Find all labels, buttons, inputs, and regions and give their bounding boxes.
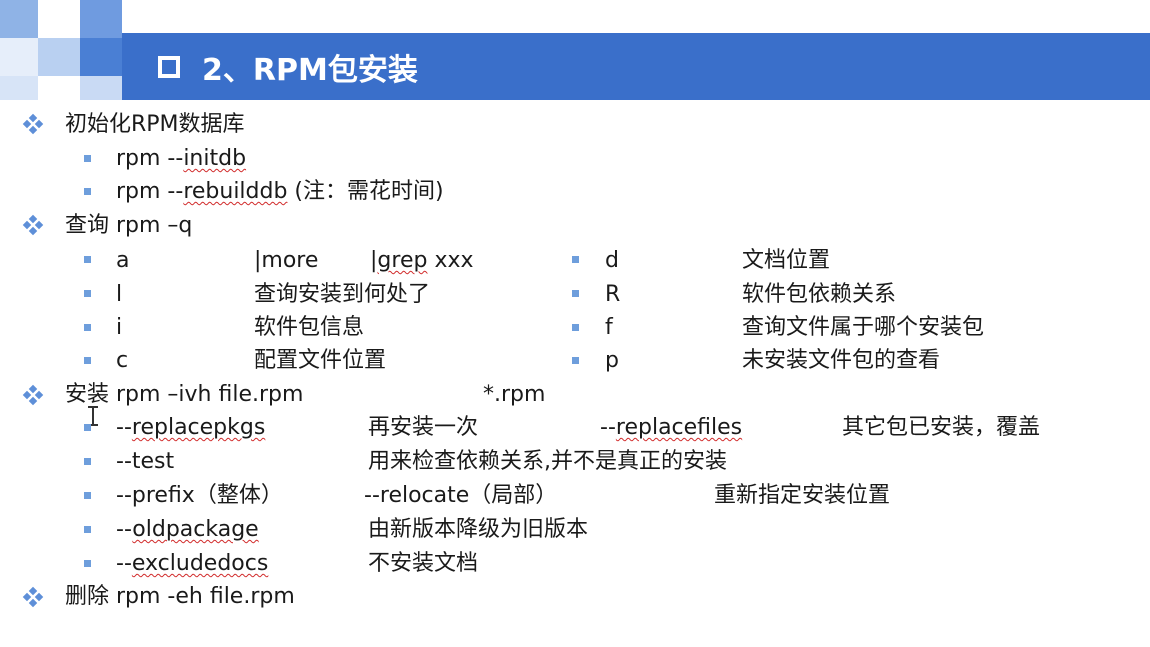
diamond-bullet-icon <box>22 214 44 236</box>
decor-square <box>80 76 122 100</box>
query-option: c <box>116 348 129 373</box>
text-cursor-icon <box>88 406 98 426</box>
install-desc: 由新版本降级为旧版本 <box>368 517 589 542</box>
query-option: p <box>605 348 619 373</box>
decor-square <box>80 0 122 38</box>
square-bullet-icon <box>84 324 91 331</box>
install-desc: 不安装文档 <box>368 551 479 576</box>
query-option: d <box>605 248 619 273</box>
square-bullet-icon <box>84 492 91 499</box>
query-desc: 配置文件位置 <box>254 348 387 373</box>
slide-title: 2、RPM包安装 <box>202 52 418 88</box>
title-bar: 2、RPM包安装 <box>122 33 1150 100</box>
section-heading-install: 安装 rpm –ivh file.rpm <box>65 382 304 407</box>
section-heading-remove: 删除 rpm -eh file.rpm <box>65 584 295 609</box>
query-desc: 查询文件属于哪个安装包 <box>742 315 985 340</box>
square-bullet-icon <box>84 290 91 297</box>
query-option: l <box>116 282 123 307</box>
section-heading-query: 查询 rpm –q <box>65 213 193 238</box>
square-bullet-icon <box>572 256 579 263</box>
query-option: i <box>116 315 123 340</box>
list-item: rpm --rebuilddb (注：需花时间) <box>116 179 444 204</box>
square-bullet-icon <box>572 357 579 364</box>
decor-square <box>0 38 38 76</box>
decor-square <box>80 38 122 76</box>
decor-square <box>0 0 38 38</box>
square-bullet-icon <box>84 188 91 195</box>
query-desc: 查询安装到何处了 <box>254 282 431 307</box>
decor-square <box>38 0 80 38</box>
diamond-bullet-icon <box>22 384 44 406</box>
square-bullet-icon <box>84 560 91 567</box>
query-desc: |more <box>254 248 319 273</box>
diamond-bullet-icon <box>22 113 44 135</box>
square-bullet-icon <box>84 458 91 465</box>
query-option: R <box>605 282 621 307</box>
install-desc: --relocate（局部） <box>364 483 558 508</box>
query-extra: |grep xxx <box>370 248 474 273</box>
install-option: --oldpackage <box>116 517 259 542</box>
install-option: --replacefiles <box>600 415 743 440</box>
install-desc: 重新指定安装位置 <box>714 483 891 508</box>
install-option: --prefix（整体） <box>116 483 283 508</box>
square-bullet-icon <box>84 424 91 431</box>
square-bullet-icon <box>84 155 91 162</box>
section-heading-init: 初始化RPM数据库 <box>65 112 245 137</box>
decor-square <box>38 38 80 76</box>
square-bullet-icon <box>84 256 91 263</box>
query-desc: 软件包依赖关系 <box>742 282 897 307</box>
square-bullet-icon <box>572 324 579 331</box>
install-option: --test <box>116 449 175 474</box>
square-bullet-icon <box>84 526 91 533</box>
list-item: rpm --initdb <box>116 146 247 171</box>
square-bullet-icon <box>84 357 91 364</box>
install-desc: 其它包已安装，覆盖 <box>842 415 1041 440</box>
install-desc: 用来检查依赖关系,并不是真正的安装 <box>368 449 727 474</box>
square-bullet-icon <box>572 290 579 297</box>
section-heading-extra: *.rpm <box>483 382 546 407</box>
query-desc: 未安装文件包的查看 <box>742 348 941 373</box>
query-desc: 文档位置 <box>742 248 831 273</box>
query-option: a <box>116 248 130 273</box>
query-option: f <box>605 315 613 340</box>
install-option: --excludedocs <box>116 551 269 576</box>
square-bullet-icon <box>158 55 180 78</box>
install-desc: 再安装一次 <box>368 415 479 440</box>
decor-square <box>0 76 38 100</box>
install-option: --replacepkgs <box>116 415 266 440</box>
query-desc: 软件包信息 <box>254 315 365 340</box>
diamond-bullet-icon <box>22 586 44 608</box>
